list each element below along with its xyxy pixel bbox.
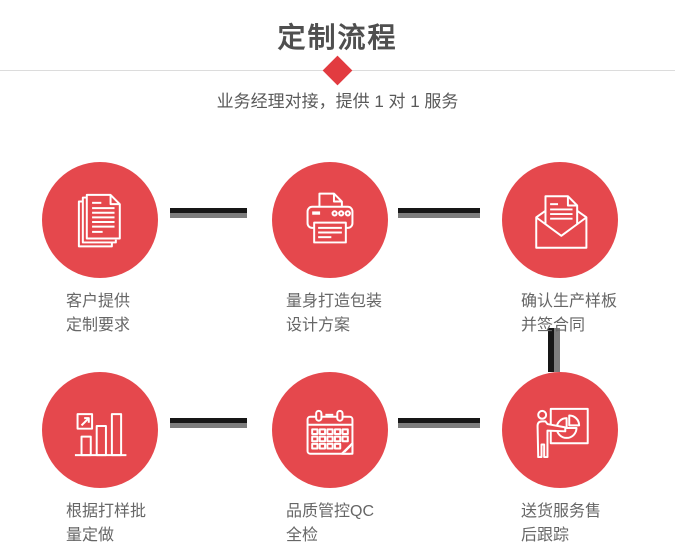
envelope-icon <box>535 195 588 249</box>
step-label-line: 并签合同 <box>521 317 586 334</box>
presentation-icon <box>536 407 589 459</box>
documents-icon <box>77 193 121 248</box>
step-circle-1 <box>42 162 158 278</box>
step-circle-2 <box>272 162 388 278</box>
step-label-line: 品质管控QC <box>286 503 375 520</box>
step-label-line: 后跟踪 <box>521 527 570 544</box>
step-circle-4 <box>42 372 158 488</box>
page-subtitle: 业务经理对接，提供 1 对 1 服务 <box>216 92 459 111</box>
connector-step5-step6 <box>398 418 480 428</box>
diamond-icon <box>322 55 353 86</box>
connector-step3-step6 <box>548 328 560 372</box>
step-label-line: 定制要求 <box>66 317 131 334</box>
step-label-1: 客户提供 定制要求 <box>66 290 130 338</box>
calendar-icon <box>306 409 354 455</box>
step-label-5: 品质管控QC 全检 <box>286 500 374 548</box>
step-circle-5 <box>272 372 388 488</box>
page-title: 定制流程 <box>277 22 398 53</box>
step-label-line: 确认生产样板 <box>521 293 618 310</box>
printer-icon <box>306 192 354 244</box>
step-label-2: 量身打造包装 设计方案 <box>286 290 382 338</box>
step-label-line: 量定做 <box>66 527 115 544</box>
connector-step2-step3 <box>398 208 480 218</box>
bar-chart-icon <box>74 413 127 457</box>
step-label-4: 根据打样批 量定做 <box>66 500 146 548</box>
step-circle-3 <box>502 162 618 278</box>
step-label-line: 根据打样批 <box>66 503 147 520</box>
step-label-line: 全检 <box>286 527 319 544</box>
step-label-line: 客户提供 <box>66 293 131 310</box>
step-label-6: 送货服务售 后跟踪 <box>521 500 601 548</box>
step-circle-6 <box>502 372 618 488</box>
connector-step4-step5 <box>170 418 247 428</box>
step-label-line: 量身打造包装 <box>286 293 383 310</box>
step-label-line: 设计方案 <box>286 317 351 334</box>
connector-step1-step2 <box>170 208 247 218</box>
step-label-3: 确认生产样板 并签合同 <box>521 290 617 338</box>
step-label-line: 送货服务售 <box>521 503 602 520</box>
